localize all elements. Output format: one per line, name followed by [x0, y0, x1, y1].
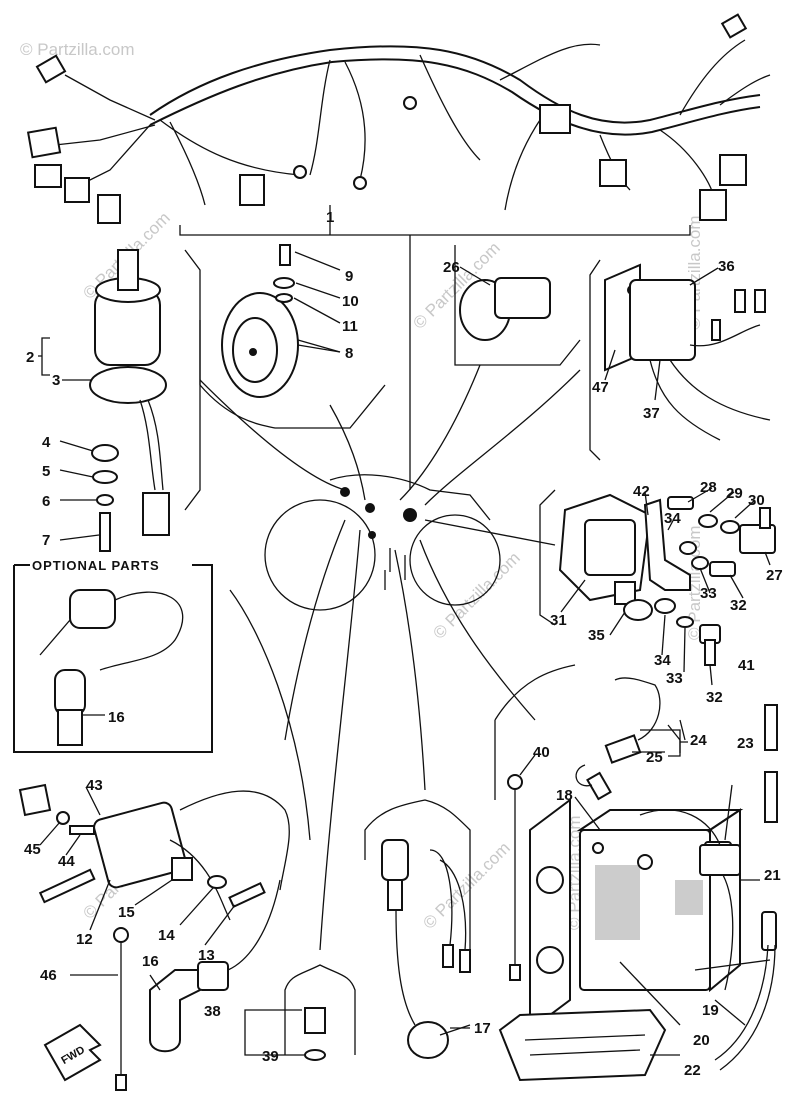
motorcycle-outline: [264, 474, 501, 611]
callout-14: 14: [158, 927, 175, 944]
callout-1: 1: [326, 209, 334, 226]
callout-3: 3: [52, 372, 60, 389]
callout-34a: 34: [664, 510, 681, 527]
callout-15: 15: [118, 904, 135, 921]
callout-5: 5: [42, 463, 50, 480]
callout-43: 43: [86, 777, 103, 794]
leader-12: [89, 879, 111, 931]
callout-47: 47: [592, 379, 609, 396]
callout-27: 27: [766, 567, 783, 584]
wire-harness: [26, 13, 771, 236]
thermo-unit: [364, 799, 471, 1059]
callout-36: 36: [718, 258, 735, 275]
regulator-unit: [589, 259, 771, 461]
callout-20: 20: [693, 1032, 710, 1049]
callout-8: 8: [345, 345, 353, 362]
leader-45: [39, 821, 61, 846]
callout-22: 22: [684, 1062, 701, 1079]
callout-35: 35: [588, 627, 605, 644]
ignition-coil: [18, 783, 290, 921]
callout-34b: 34: [654, 652, 671, 669]
callout-25: 25: [646, 749, 663, 766]
callout-41: 41: [738, 657, 755, 674]
callout-28: 28: [700, 479, 717, 496]
leader-13: [204, 904, 236, 946]
callout-labels: 1 2 3 4 5 6 7 8 9 10 11 12 13 14 15 16 1…: [24, 209, 783, 1079]
callout-9: 9: [345, 268, 353, 285]
callout-19: 19: [702, 1002, 719, 1019]
bracket-24-25: [640, 729, 688, 757]
horn: [199, 244, 386, 429]
fwd-arrow: FWD: [43, 1023, 102, 1082]
leader-14: [179, 887, 214, 926]
rectifier-assembly: [539, 489, 776, 666]
callout-10: 10: [342, 293, 359, 310]
callout-33b: 33: [666, 670, 683, 687]
callout-32b: 32: [706, 689, 723, 706]
callout-39: 39: [262, 1048, 279, 1065]
callout-21: 21: [764, 867, 781, 884]
callout-12: 12: [76, 931, 93, 948]
rectifier-leaders: [560, 487, 771, 686]
callout-7: 7: [42, 532, 50, 549]
callout-26: 26: [443, 259, 460, 276]
callout-32a: 32: [730, 597, 747, 614]
bracket-2-3: [38, 337, 92, 381]
leader-47: [604, 349, 616, 381]
callout-23: 23: [737, 735, 754, 752]
leader-8: [297, 344, 341, 353]
ground-lead: [70, 927, 129, 1091]
switch-mounting-parts: [59, 440, 119, 552]
frame-line-left: [184, 249, 201, 511]
callout-29: 29: [726, 485, 743, 502]
callout-4: 4: [42, 434, 51, 451]
callout-11: 11: [342, 318, 358, 335]
neutral-switch: [244, 964, 356, 1061]
callout-18: 18: [556, 787, 573, 804]
callout-44: 44: [58, 853, 75, 870]
main-switch: [89, 249, 170, 536]
leader-17: [439, 1024, 471, 1036]
callout-30: 30: [748, 492, 765, 509]
watermark-5: © Partzilla.com: [429, 548, 523, 642]
leader-44: [65, 834, 81, 856]
callout-31: 31: [550, 612, 567, 629]
callout-42: 42: [633, 483, 650, 500]
watermark-8: © Partzilla.com: [419, 838, 513, 932]
leader-36: [689, 267, 719, 286]
optional-parts-title: OPTIONAL PARTS: [32, 558, 160, 573]
plug-cap: [149, 879, 281, 1053]
battery-assembly: [494, 664, 778, 1082]
callout-37: 37: [643, 405, 660, 422]
callout-46: 46: [40, 967, 57, 984]
callout-2: 2: [26, 349, 34, 366]
flasher-relay: [454, 245, 581, 366]
callout-13: 13: [198, 947, 215, 964]
callout-38: 38: [204, 1003, 221, 1020]
leader-37: [654, 359, 661, 401]
callout-45: 45: [24, 841, 41, 858]
watermark-1: © Partzilla.com: [20, 40, 135, 59]
battery-lead: [507, 754, 536, 981]
callout-40: 40: [533, 744, 550, 761]
callout-17: 17: [474, 1020, 491, 1037]
callout-24: 24: [690, 732, 707, 749]
callout-16-optional: 16: [108, 709, 125, 726]
callout-16: 16: [142, 953, 159, 970]
callout-6: 6: [42, 493, 50, 510]
optional-parts-box: OPTIONAL PARTS: [13, 558, 213, 753]
leader-15: [134, 879, 173, 906]
callout-33a: 33: [700, 585, 717, 602]
leader-lines: [199, 235, 581, 951]
